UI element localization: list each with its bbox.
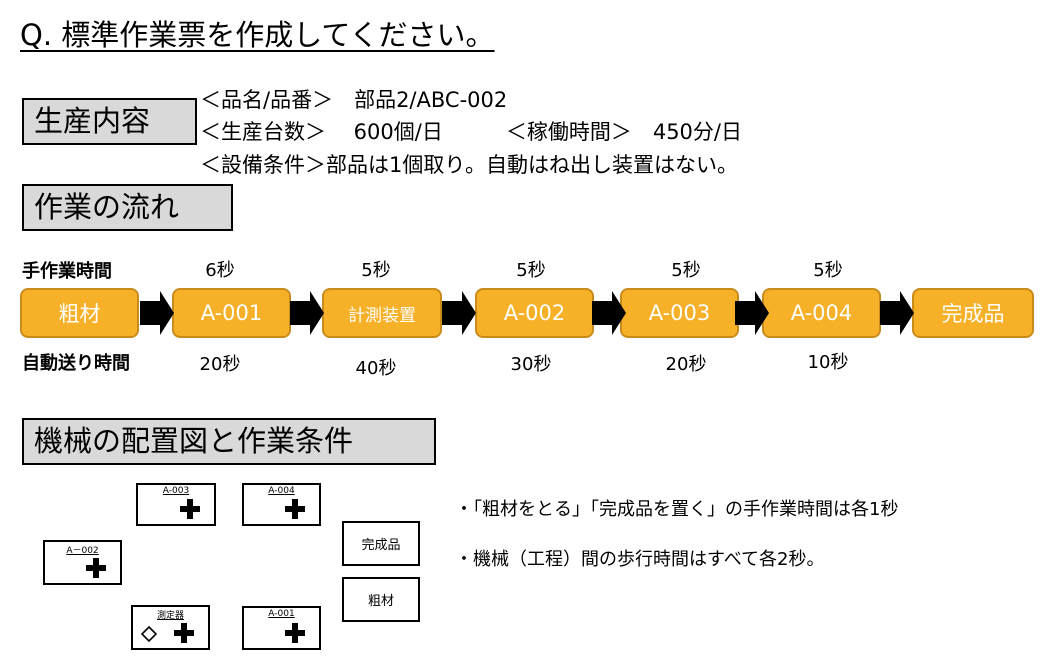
machine-a004: A-004: [242, 483, 321, 526]
note: ・機械（工程）間の歩行時間はすべて各2秒。: [455, 549, 825, 570]
arrow-right-icon: [290, 291, 324, 335]
arrow-right-icon: [442, 291, 476, 335]
machine-label: A-001: [268, 609, 295, 619]
product-name: ＜品名/品番＞ 部品2/ABC-002: [200, 88, 508, 112]
section-production: 生産内容: [22, 98, 197, 145]
machine-a001: A-001: [242, 606, 321, 650]
auto-time: 40秒: [355, 358, 397, 379]
operator-cross-icon: [174, 623, 194, 643]
step-a002: A-002: [475, 288, 594, 338]
step-a003: A-003: [620, 288, 739, 338]
section-flow: 作業の流れ: [22, 184, 233, 231]
operator-cross-icon: [180, 499, 200, 519]
auto-time: 20秒: [665, 354, 707, 375]
step-a004: A-004: [762, 288, 881, 338]
station-finished: 完成品: [342, 521, 420, 566]
manual-time: 5秒: [361, 260, 391, 281]
production-qty: ＜生産台数＞ 600個/日 ＜稼働時間＞ 450分/日: [200, 120, 742, 144]
equipment-conditions: ＜設備条件＞部品は1個取り。自動はね出し装置はない。: [200, 153, 738, 177]
auto-time-label: 自動送り時間: [22, 353, 130, 374]
machine-label: 測定器: [156, 611, 184, 621]
machine-label: A-003: [162, 486, 190, 496]
manual-time: 5秒: [813, 260, 843, 281]
machine-a002: A－002: [43, 540, 122, 585]
machine-a003: A-003: [136, 483, 216, 526]
machine-label: A-004: [268, 486, 295, 496]
operator-cross-icon: [285, 623, 305, 643]
manual-time: 6秒: [205, 260, 235, 281]
arrow-right-icon: [880, 291, 914, 335]
note: ・「粗材をとる」「完成品を置く」の手作業時間は各1秒: [455, 499, 899, 520]
auto-time: 20秒: [199, 354, 241, 375]
operator-cross-icon: [86, 558, 106, 578]
question-title: Q. 標準作業票を作成してください。: [20, 18, 495, 52]
machine-measuring: 測定器: [131, 605, 210, 650]
machine-label: A－002: [66, 546, 99, 556]
manual-time: 5秒: [671, 260, 701, 281]
arrow-right-icon: [735, 291, 769, 335]
operator-cross-icon: [285, 499, 305, 519]
auto-time: 10秒: [807, 352, 849, 373]
arrow-right-icon: [140, 291, 174, 335]
section-layout: 機械の配置図と作業条件: [22, 418, 436, 465]
station-raw: 粗材: [342, 577, 420, 622]
manual-time-label: 手作業時間: [22, 261, 112, 282]
step-finished: 完成品: [912, 288, 1034, 338]
arrow-right-icon: [592, 291, 626, 335]
step-a001: A-001: [172, 288, 291, 338]
step-raw-material: 粗材: [20, 288, 139, 338]
auto-time: 30秒: [510, 354, 552, 375]
manual-time: 5秒: [516, 260, 546, 281]
diamond-icon: [141, 626, 157, 642]
step-measuring: 計測装置: [322, 288, 442, 338]
